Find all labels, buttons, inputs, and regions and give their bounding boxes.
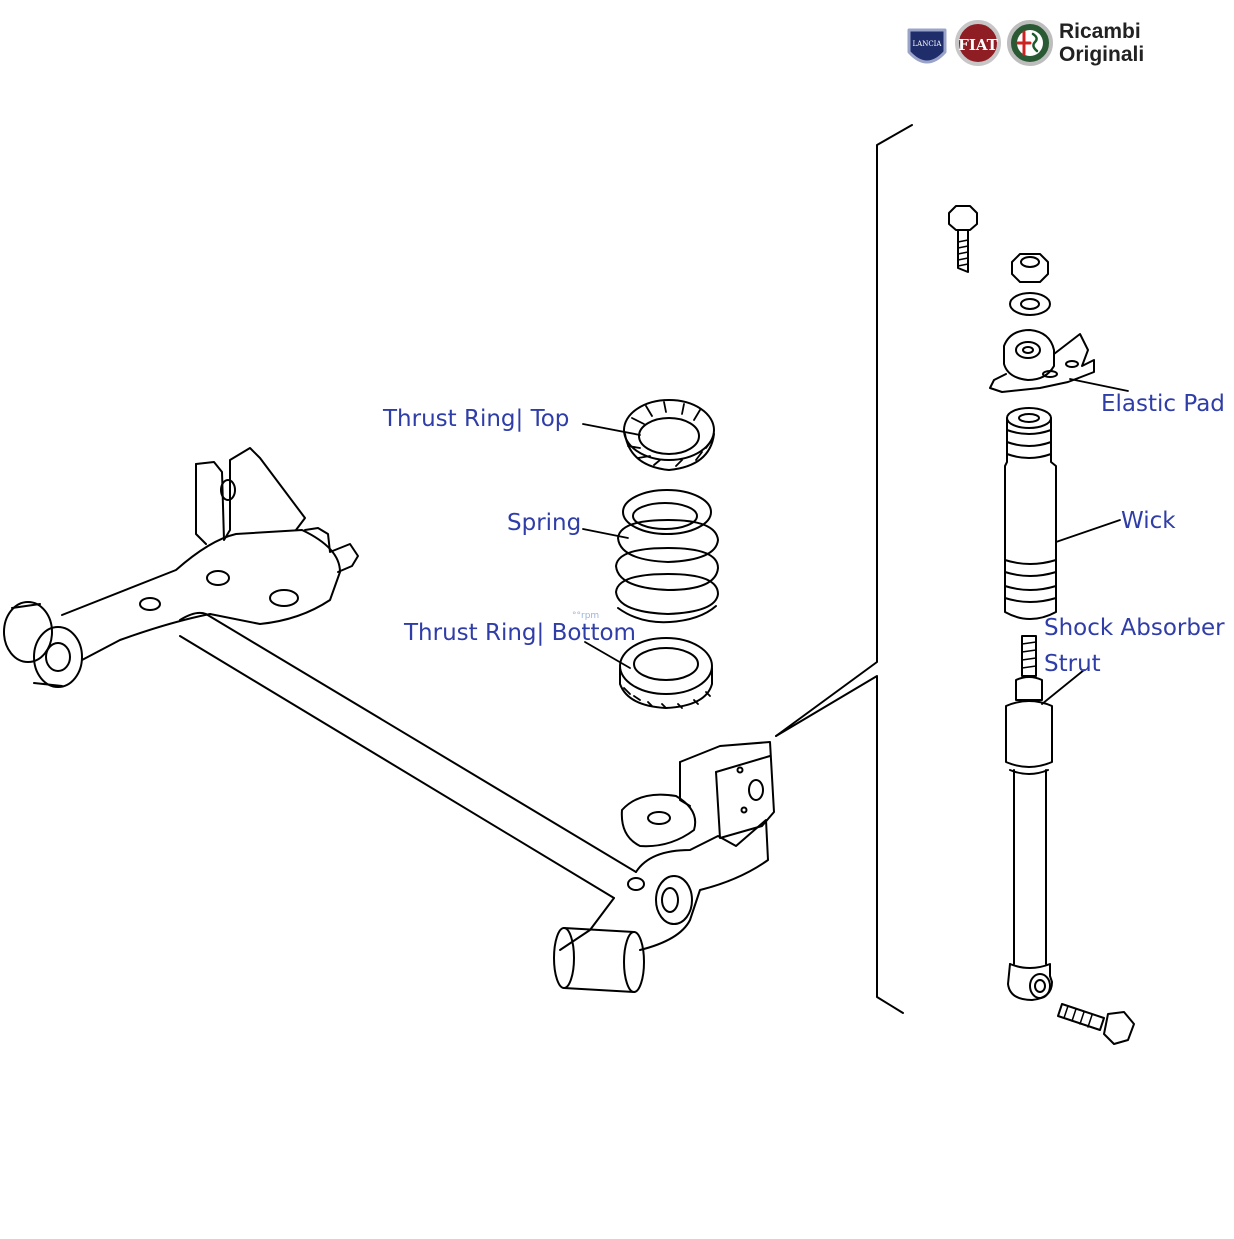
leader-thrust-ring-top [582,423,641,436]
label-shock-absorber: Shock Absorber [1044,615,1225,641]
leader-spring [582,528,629,539]
leader-elastic-pad [1069,378,1129,392]
brand-logos: LANCIA FIAT [907,20,1053,66]
label-elastic-pad: Elastic Pad [1101,391,1225,417]
rear-axle [3,447,775,993]
lancia-logo: LANCIA [907,28,947,64]
lancia-logo-text: LANCIA [912,40,942,48]
fiat-logo-text: FIAT [958,36,998,54]
thrust-ring-bottom [619,637,713,709]
brand-text: Ricambi Originali [1059,20,1144,66]
label-strut: Strut [1044,651,1101,677]
elastic-pad [989,329,1095,393]
label-thrust-ring-top: Thrust Ring| Top [383,406,570,432]
leader-lines [582,378,1129,705]
nut [1011,253,1049,283]
label-thrust-ring-bottom: Thrust Ring| Bottom [404,620,636,646]
group-bracket [775,124,913,1014]
watermark: °°rpm [572,611,599,621]
alfa-romeo-logo [1007,20,1053,66]
thrust-ring-top [623,399,715,471]
fiat-logo: FIAT [955,20,1001,66]
top-bolt [948,205,978,273]
brand-line-2: Originali [1059,43,1145,66]
label-spring: Spring [507,510,582,536]
brand-line-1: Ricambi [1059,20,1141,43]
leader-thrust-ring-bottom [584,641,631,669]
leader-wick [1055,519,1121,543]
washer [1009,292,1051,316]
coil-spring: °°rpm [572,489,719,624]
lower-bolt [1057,1003,1135,1045]
shock-absorber-strut [1005,635,1053,1001]
label-wick: Wick [1121,508,1176,534]
leader-shock-absorber [1041,669,1085,705]
wick [1004,407,1057,620]
